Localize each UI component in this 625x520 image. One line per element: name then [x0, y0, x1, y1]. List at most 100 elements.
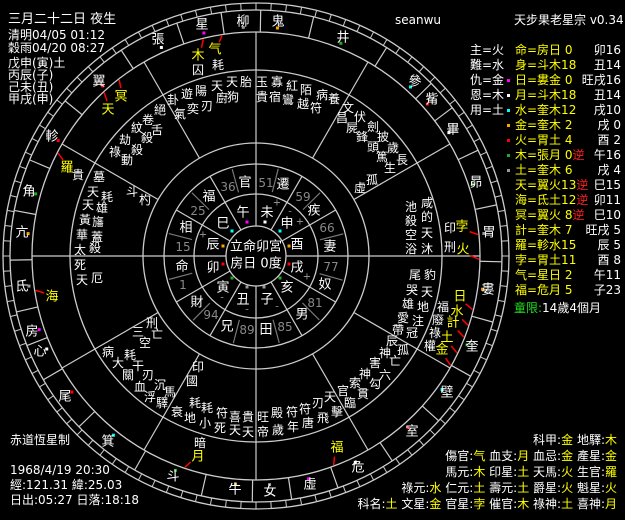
shensha-label: 舌 [151, 123, 163, 137]
planet-link-line [218, 35, 223, 43]
shensha-label: 旛 [92, 214, 104, 229]
degree-tick [7, 209, 15, 213]
mansion-dot [482, 232, 486, 236]
pillar-month: 丙辰(子) [8, 68, 54, 82]
tongxian: 童限:14歲4個月 [514, 302, 601, 315]
mansion-label: 軫 [45, 129, 58, 145]
attribute-key: 生官: [576, 465, 605, 479]
degree-tick [369, 31, 375, 39]
planet-branch: 戌 4 [597, 163, 621, 177]
shensha-label: 擊 [331, 404, 343, 419]
degree-tick [418, 439, 425, 446]
degree-tick [4, 285, 12, 287]
shensha-label: 亡 [151, 327, 163, 341]
mansion-divider [287, 477, 293, 500]
branch-dot [245, 285, 249, 289]
degree-tick [87, 66, 94, 73]
user-name: seanwu [395, 13, 442, 27]
degree-tick [14, 328, 22, 332]
palace-age: 81 [307, 296, 322, 310]
shensha-label: 刃 [312, 396, 324, 410]
mansion-dot [202, 31, 206, 35]
shensha-label: 關 [122, 368, 134, 382]
shensha-label: 沉 [154, 378, 166, 392]
shensha-label: 頭 [367, 140, 379, 154]
polarity-sign: - [275, 302, 279, 313]
mansion-dot [34, 192, 38, 196]
outer-sector-line [311, 61, 369, 159]
branch-dot [287, 262, 291, 266]
planet-color-dot [507, 184, 510, 187]
degree-tick [165, 19, 170, 27]
palace-label: 福 [202, 190, 215, 205]
shensha-label: 愛 [397, 311, 409, 325]
shensha-label: 注 [412, 313, 424, 328]
planet-color-dot [507, 79, 510, 82]
degree-tick [180, 14, 184, 22]
planet-branch: 子23 [593, 283, 621, 297]
attribute-key: 催官: [489, 497, 518, 511]
palace-label: 遷 [276, 178, 289, 193]
shensha-label: 越 [297, 97, 309, 111]
attribute-value: 土 [561, 497, 574, 511]
mansion-label: 鬼 [271, 14, 284, 30]
palace-age: 89 [239, 323, 254, 337]
shensha-label: 殺 [405, 214, 417, 228]
attribute-value: 土 [473, 481, 486, 495]
shensha-label: 飛 [317, 411, 329, 425]
shensha-label: 病 [316, 87, 328, 102]
branch-label: 午 [236, 206, 249, 221]
degree-tick [285, 500, 287, 508]
degree-tick [56, 99, 63, 105]
mansion-dot [447, 131, 451, 135]
planet-link-line [469, 230, 479, 236]
shensha-label: 玉 [256, 75, 268, 89]
mansion-dot [471, 182, 475, 186]
attribute-key: 仁元: [445, 481, 474, 495]
mansion-dot [173, 468, 177, 472]
mansion-divider [120, 49, 134, 69]
mansion-divider [220, 12, 225, 35]
mansion-label: 室 [405, 424, 418, 440]
planet-position: 水=奎木12 [515, 103, 577, 117]
planet-label: 木 [191, 49, 204, 64]
mansion-divider [451, 364, 471, 377]
retrograde-mark: 逆 [576, 193, 589, 207]
planet-branch: 丑14 [593, 58, 621, 72]
planet-position: 土=奎木 6 [515, 163, 573, 177]
planet-label: 日 [453, 290, 466, 305]
age-divider [301, 302, 320, 321]
mansion-label: 房 [25, 324, 38, 340]
attribute-value: 土 [517, 465, 530, 479]
attribute-value: 木 [473, 465, 486, 479]
shensha-label: 權 [424, 339, 436, 353]
attribute-value: 土 [385, 497, 398, 511]
attribute-key: 產星: [576, 449, 605, 463]
shensha-label: 唐 [302, 415, 314, 430]
degree-tick [497, 209, 505, 213]
shensha-label: 咸 [421, 196, 433, 210]
mansion-divider [200, 474, 207, 496]
degree-tick [407, 449, 413, 456]
planet-branch: 丑14 [593, 88, 621, 102]
planet-color-dot [507, 94, 510, 97]
mansion-divider [379, 442, 393, 462]
mansion-dot [465, 343, 469, 347]
mansion-label: 星 [195, 18, 208, 33]
planet-branch: 戌 0 [597, 118, 621, 132]
planet-link-line [118, 79, 122, 89]
mansion-divider [479, 260, 502, 263]
shensha-label: 屍 [346, 121, 358, 135]
shensha-label: 孤 [366, 173, 378, 187]
planet-position: 命=房日 0 [515, 43, 573, 57]
palace-label: 官 [238, 175, 251, 191]
ruler-item: 用=土 [470, 103, 505, 117]
outer-sector-line [61, 311, 159, 369]
ruler-item: 主=火 [470, 43, 505, 57]
shensha-label: 寡 [271, 74, 283, 89]
shensha-label: 天 [421, 226, 433, 240]
degree-tick [480, 356, 487, 361]
planet-link-line [184, 461, 192, 468]
pillar-hour: 甲戌(申) [8, 92, 54, 106]
degree-tick [7, 299, 15, 303]
